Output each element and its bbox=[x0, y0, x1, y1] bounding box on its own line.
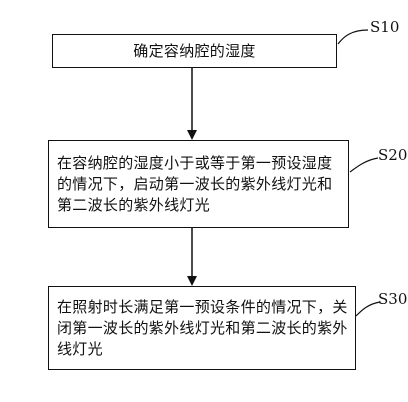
leader-line-s30 bbox=[355, 301, 381, 317]
step-text-s10: 确定容纳腔的湿度 bbox=[133, 41, 256, 60]
leader-line-s10 bbox=[337, 29, 369, 45]
step-text-s30: 在照射时长满足第一预设条件的情况下，关闭第一波长的紫外线灯光和第二波长的紫外线灯… bbox=[57, 297, 348, 358]
step-box-s20: 在容纳腔的湿度小于或等于第一预设湿度的情况下，启动第一波长的紫外线灯光和第二波长… bbox=[48, 140, 349, 228]
step-id-s30: S30 bbox=[378, 290, 408, 308]
step-id-s20: S20 bbox=[378, 146, 408, 164]
step-id-s10: S10 bbox=[370, 18, 400, 36]
step-text-s20: 在容纳腔的湿度小于或等于第一预设湿度的情况下，启动第一波长的紫外线灯光和第二波长… bbox=[57, 153, 333, 214]
step-box-s10: 确定容纳腔的湿度 bbox=[52, 34, 337, 68]
leader-line-s20 bbox=[349, 157, 379, 173]
step-box-s30: 在照射时长满足第一预设条件的情况下，关闭第一波长的紫外线灯光和第二波长的紫外线灯… bbox=[48, 286, 356, 370]
